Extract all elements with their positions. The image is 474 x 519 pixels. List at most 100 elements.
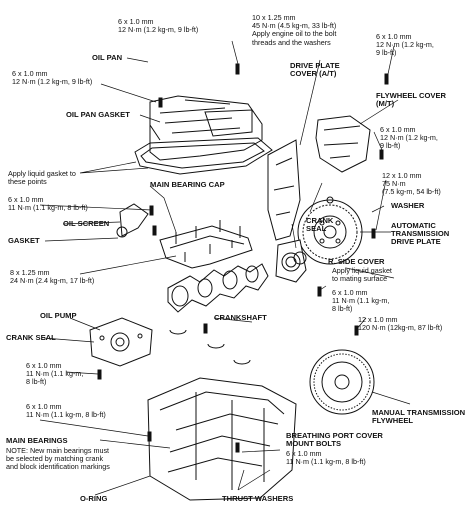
spec-lower-left-bolt: 6 x 1.0 mm 11 N·m (1.1 kg-m, 8 lb-ft) — [26, 402, 106, 420]
spec-drive-plate-bolt: 12 x 1.0 mm 75 N·m (7.5 kg-m, 54 lb-ft) — [382, 171, 441, 197]
spec-line: 75 N·m — [382, 179, 406, 189]
spec-breathing-bolt: 6 x 1.0 mm 11 N·m (1.1 kg-m, 8 lb-ft) — [286, 449, 366, 466]
spec-line: 11 N·m (1.1 kg-m, — [332, 296, 390, 306]
spec-screen-bolt: 6 x 1.0 mm 11 N·m (1.1 kg-m, 8 lb-ft) — [8, 195, 88, 213]
automatic-drive-plate — [297, 199, 363, 265]
main-bearing-cap — [159, 220, 253, 269]
label-washer: WASHER — [391, 201, 425, 210]
drive-plate-cover — [267, 139, 301, 241]
note-line: be selected by matching crank — [6, 454, 104, 464]
cylinder-block — [147, 377, 297, 501]
side-cover-note: Apply liquid gasket to mating surface — [332, 266, 392, 284]
spec-line: 12 N·m (1.2 kg-m, 9 lb-ft) — [12, 77, 93, 87]
label-line: SEAL — [306, 224, 327, 234]
spec-line: 6 x 1.0 mm — [26, 402, 62, 411]
spec-line: 12 x 1.0 mm — [358, 315, 398, 324]
spec-line: 9 lb-ft) — [380, 141, 401, 151]
spec-line: 11 N·m (1.1 kg-m, — [26, 369, 84, 379]
spec-side-cover-bolt: 6 x 1.0 mm 11 N·m (1.1 kg-m, 8 lb-ft) — [332, 288, 390, 314]
bolts — [97, 63, 389, 453]
liquid-gasket-note: Apply liquid gasket to these points — [8, 169, 76, 187]
label-manual-flywheel: MANUAL TRANSMISSION FLYWHEEL — [372, 408, 466, 426]
note-line: Apply liquid gasket — [332, 266, 392, 275]
label-crank-seal-left: CRANK SEAL — [6, 333, 56, 342]
spec-oil-pan-bolt: 6 x 1.0 mm 12 N·m (1.2 kg-m, 9 lb-ft) — [118, 17, 199, 35]
label-line: AUTOMATIC — [391, 221, 436, 230]
spec-line: 6 x 1.0 mm — [380, 125, 416, 134]
label-line: FLYWHEEL — [372, 416, 414, 426]
spec-line: 12 N·m (1.2 kg-m, 9 lb-ft) — [118, 25, 199, 35]
spec-line: 6 x 1.0 mm — [12, 69, 48, 78]
spec-line: threads and the washers — [252, 37, 331, 47]
label-main-bearing-cap: MAIN BEARING CAP — [150, 180, 225, 189]
spec-line: 11 N·m (1.1 kg-m, 8 lb-ft) — [8, 203, 88, 213]
label-automatic-drive-plate: AUTOMATIC TRANSMISSION DRIVE PLATE — [391, 221, 450, 247]
spec-line: 11 N·m (1.1 kg-m, 8 lb-ft) — [26, 410, 106, 420]
label-line: TRANSMISSION — [391, 229, 450, 239]
label-o-ring: O-RING — [80, 494, 108, 503]
leader-lines — [39, 40, 411, 496]
crankshaft — [167, 263, 269, 313]
oil-pan — [149, 95, 263, 161]
spec-flywheel-bolt: 10 x 1.25 mm 45 N·m (4.5 kg-m, 33 lb-ft)… — [252, 13, 337, 47]
label-drive-plate-cover: DRIVE PLATE COVER (A/T) — [290, 61, 340, 79]
note-line: to mating surface — [332, 274, 388, 284]
spec-line: 12 x 1.0 mm — [382, 171, 422, 180]
label-line: DRIVE PLATE — [391, 237, 441, 247]
label-line: COVER (A/T) — [290, 69, 337, 79]
spec-line: 45 N·m (4.5 kg-m, 33 lb-ft) — [252, 21, 337, 31]
spec-pan-left-bolt: 6 x 1.0 mm 12 N·m (1.2 kg-m, 9 lb-ft) — [12, 69, 93, 87]
note-line: NOTE: New main bearings must — [6, 446, 110, 455]
spec-line: 12 N·m (1.2 kg-m, — [380, 133, 438, 143]
spec-line: 8 lb-ft) — [26, 377, 47, 387]
label-line: MOUNT BOLTS — [286, 439, 342, 449]
label-oil-pump: OIL PUMP — [40, 311, 77, 320]
spec-line: 6 x 1.0 mm — [376, 32, 412, 41]
label-line: DRIVE PLATE — [290, 61, 340, 70]
spec-line: 6 x 1.0 mm — [332, 288, 368, 297]
spec-line: (7.5 kg-m, 54 lb-ft) — [382, 187, 441, 197]
spec-top-right-bolt: 6 x 1.0 mm 12 N·m (1.2 kg-m, 9 lb-ft) — [376, 32, 434, 58]
oil-pan-gasket — [134, 137, 273, 175]
spec-line: 8 lb-ft) — [332, 304, 353, 314]
label-oil-screen: OIL SCREEN — [63, 219, 110, 228]
spec-line: 24 N·m (2.4 kg-m, 17 lb-ft) — [10, 276, 95, 286]
spec-cover-bolt: 6 x 1.0 mm 12 N·m (1.2 kg-m, 9 lb-ft) — [380, 125, 438, 151]
spec-mt-flywheel-bolt: 12 x 1.0 mm 120 N·m (12kg-m, 87 lb-ft) — [358, 315, 442, 332]
note-line: Apply liquid gasket to — [8, 169, 76, 178]
label-oil-pan: OIL PAN — [92, 53, 123, 62]
flywheel-cover — [315, 115, 371, 173]
spec-line: 9 lb-ft) — [376, 48, 397, 58]
spec-cap-bolt: 8 x 1.25 mm 24 N·m (2.4 kg-m, 17 lb-ft) — [10, 268, 95, 286]
right-side-cover — [275, 239, 307, 283]
label-gasket: GASKET — [8, 236, 40, 245]
manual-flywheel — [309, 349, 375, 415]
spec-line: 6 x 1.0 mm — [118, 17, 154, 26]
label-line: MANUAL TRANSMISSION — [372, 408, 466, 417]
label-line: (M/T) — [376, 99, 395, 109]
label-flywheel-cover: FLYWHEEL COVER (M/T) — [376, 91, 447, 109]
label-line: FLYWHEEL COVER — [376, 91, 447, 100]
label-crankshaft: CRANKSHAFT — [214, 313, 267, 322]
spec-line: 6 x 1.0 mm — [286, 449, 322, 458]
spec-line: 8 x 1.25 mm — [10, 268, 50, 277]
label-r-side-cover: R. SIDE COVER — [328, 257, 385, 266]
label-main-bearings: MAIN BEARINGS — [6, 436, 68, 445]
label-line: BREATHING PORT COVER — [286, 431, 383, 440]
label-crank-seal-right: CRANK SEAL — [306, 216, 334, 234]
spec-pump-bolt: 6 x 1.0 mm 11 N·m (1.1 kg-m, 8 lb-ft) — [26, 361, 84, 387]
label-oil-pan-gasket: OIL PAN GASKET — [66, 110, 130, 119]
spec-line: 10 x 1.25 mm — [252, 13, 296, 22]
note-line: these points — [8, 177, 47, 187]
spec-line: 6 x 1.0 mm — [8, 195, 44, 204]
main-bearings-note: NOTE: New main bearings must be selected… — [6, 446, 110, 472]
oil-pump — [89, 317, 153, 367]
spec-line: 6 x 1.0 mm — [26, 361, 62, 370]
note-line: and block identification markings — [6, 462, 110, 472]
oil-screen — [116, 203, 149, 238]
label-line: CRANK — [306, 216, 334, 225]
label-breathing-port: BREATHING PORT COVER MOUNT BOLTS — [286, 431, 383, 449]
bearing-shells — [169, 196, 334, 365]
